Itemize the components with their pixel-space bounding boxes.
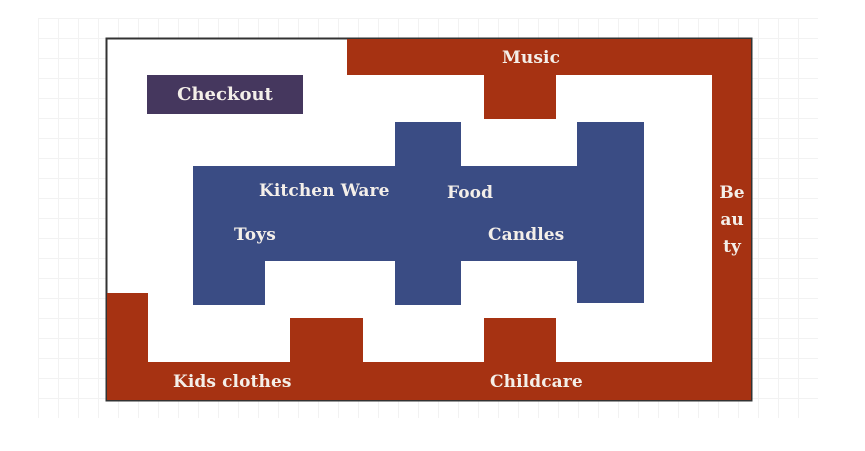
center-island[interactable] (193, 122, 644, 305)
toys-label: Toys (234, 225, 276, 245)
food-label: Food (447, 183, 494, 203)
kids-clothes-label: Kids clothes (173, 372, 292, 392)
beauty-label-line-1: Be (719, 183, 745, 203)
checkout-label[interactable]: Checkout (177, 84, 273, 105)
music-label: Music (502, 48, 561, 68)
beauty-label: Be au ty (716, 180, 748, 261)
music-beauty-section[interactable] (347, 39, 751, 400)
checkout-counter[interactable] (147, 75, 303, 114)
beauty-label-line-3: ty (723, 237, 741, 257)
kitchen-ware-label: Kitchen Ware (259, 181, 390, 201)
beauty-label-line-2: au (720, 210, 744, 230)
kids-childcare-section[interactable] (107, 293, 751, 400)
candles-label: Candles (488, 225, 565, 245)
childcare-label: Childcare (490, 372, 583, 392)
